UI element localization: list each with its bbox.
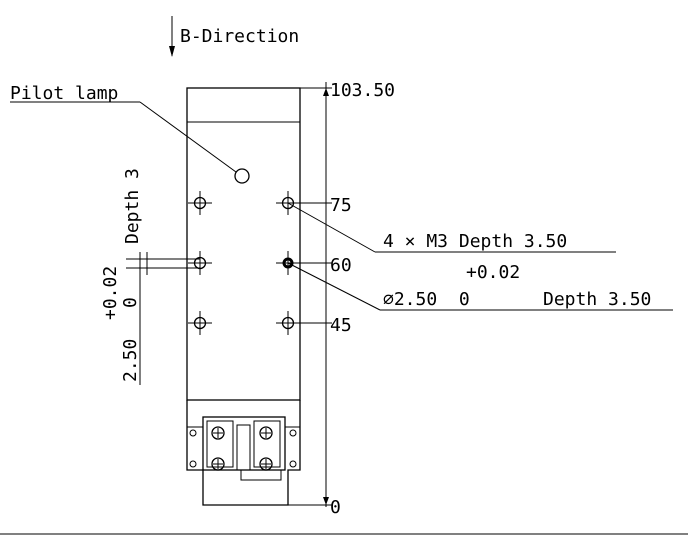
left-callout-tol-lower: 0 (120, 297, 141, 308)
pin-hole-leader (287, 262, 673, 311)
terminal-side-holes (189, 429, 297, 468)
m3-holes-leader (287, 202, 616, 253)
pin-hole-depth: Depth 3.50 (543, 289, 651, 310)
terminal-screw-bottom-left (211, 457, 225, 471)
terminal-screw-top-left (211, 426, 225, 440)
view-direction-label: B-Direction (180, 26, 299, 47)
dimension-bottom: 0 (330, 497, 341, 518)
m3-hole-upper-left (188, 191, 212, 215)
pin-hole-spec: ⌀2.50 0 (383, 289, 470, 310)
body-outline (186, 87, 301, 506)
vertical-dimension-line (288, 82, 332, 507)
dimension-lower-holes: 45 (330, 315, 352, 336)
dimension-middle-holes: 60 (330, 255, 352, 276)
left-callout-tol-upper: +0.02 (100, 266, 121, 320)
terminal-screw-top-right (259, 426, 273, 440)
m3-hole-lower-right (276, 311, 300, 335)
left-callout-diameter: 2.50 (120, 339, 141, 382)
dimension-top: 103.50 (330, 80, 395, 101)
terminal-screw-bottom-right (259, 457, 273, 471)
terminal-block (187, 416, 300, 481)
left-callout-leader (126, 252, 200, 385)
m3-hole-lower-left (188, 311, 212, 335)
m3-holes-callout: 4 × M3 Depth 3.50 (383, 231, 567, 252)
pin-hole-tolerance-upper: +0.02 (466, 262, 520, 283)
view-direction-arrow (169, 16, 175, 57)
pilot-lamp-leader (10, 101, 237, 173)
pilot-lamp-label: Pilot lamp (10, 83, 118, 104)
left-callout-depth: Depth 3 (122, 168, 143, 244)
pin-hole-middle-left (188, 251, 212, 275)
pilot-lamp-icon (234, 168, 250, 184)
dimension-upper-holes: 75 (330, 195, 352, 216)
